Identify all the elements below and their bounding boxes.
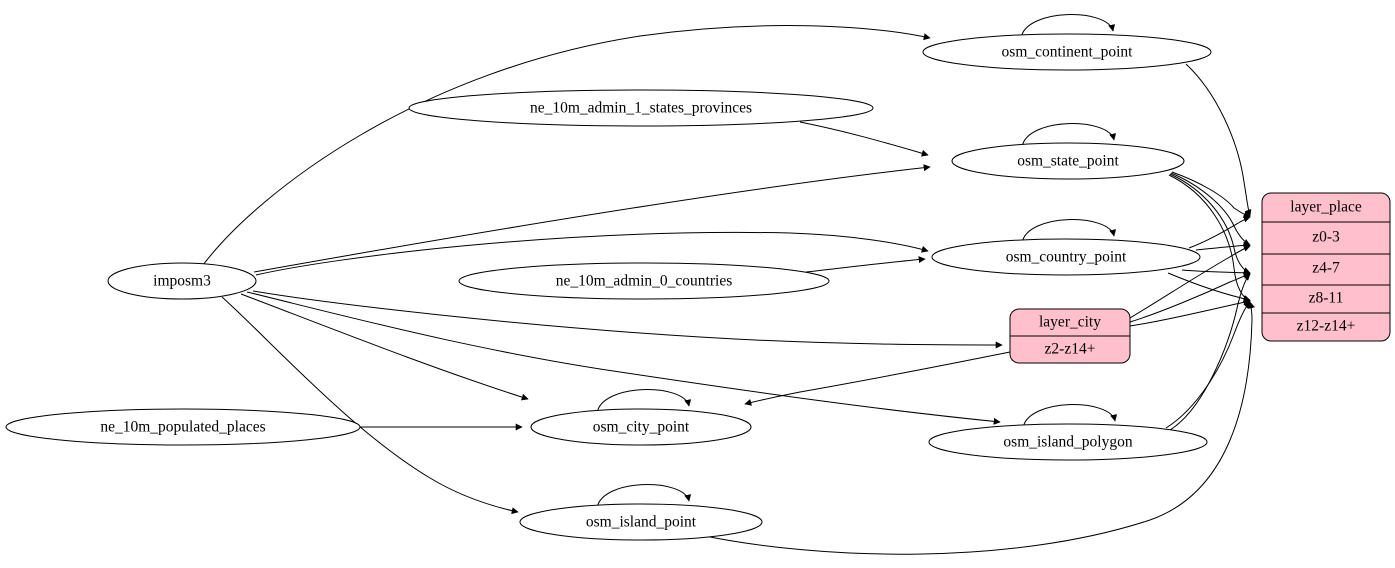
self-loop-osm-country-point — [1021, 219, 1117, 244]
layer-place-row-z4-7[interactable]: z4-7 — [1312, 260, 1340, 277]
table-node-label: osm_state_point — [1017, 153, 1119, 170]
edge-osm-continent-point-to-layer-place-z0-3 — [1185, 63, 1252, 217]
layer-place-row-z12-z14[interactable]: z12-z14+ — [1297, 318, 1356, 335]
edge-layer — [202, 14, 1255, 555]
table-node-label: osm_island_polygon — [1003, 434, 1132, 451]
edge-osm-country-point-to-layer-place-z0-3 — [1188, 215, 1251, 249]
source-node-label: ne_10m_admin_0_countries — [556, 273, 733, 290]
layer-city-header: layer_city — [1039, 314, 1101, 331]
edge-osm-state-point-to-layer-place-z8-11 — [1169, 173, 1251, 274]
table-node-label: osm_island_point — [586, 514, 697, 531]
edge-imposm3-to-osm-island-point — [221, 296, 519, 515]
ellipse-shape[interactable] — [931, 238, 1201, 276]
table-node-osm-island-polygon[interactable]: osm_island_polygon — [928, 423, 1208, 461]
source-node-label: imposm3 — [153, 273, 211, 290]
edge-imposm3-to-osm-state-point — [253, 164, 931, 273]
source-node-label: ne_10m_admin_1_states_provinces — [530, 100, 752, 117]
table-node-osm-country-point[interactable]: osm_country_point — [931, 238, 1201, 276]
source-node-imposm3[interactable]: imposm3 — [107, 262, 257, 300]
edge-ne-countries-to-osm-country-point — [805, 256, 926, 273]
edge-osm-island-polygon-to-layer-place-z8-11 — [1169, 273, 1251, 431]
layer-place-box[interactable] — [1261, 192, 1391, 342]
edge-imposm3-to-osm-city-point — [240, 293, 529, 401]
edge-osm-country-point-to-layer-place-z12-z14 — [1167, 272, 1251, 303]
ellipse-shape[interactable] — [5, 408, 361, 446]
ellipse-shape[interactable] — [530, 408, 752, 446]
edge-imposm3-to-osm-country-point — [255, 231, 929, 276]
ellipse-shape[interactable] — [951, 142, 1185, 180]
layer-city-row-z2-z14[interactable]: z2-z14+ — [1045, 341, 1096, 358]
edge-osm-island-point-to-layer-place-z12-z14 — [699, 301, 1255, 555]
ellipse-shape[interactable] — [458, 262, 830, 300]
source-node-ne-10m-admin-0-countries[interactable]: ne_10m_admin_0_countries — [458, 262, 830, 300]
table-node-label: osm_city_point — [593, 419, 690, 436]
edge-ne-states-to-osm-state-point — [799, 121, 929, 157]
layer-node-layer-place[interactable]: layer_place z0-3 z4-7 z8-11 z12-z14+ — [1261, 192, 1391, 342]
edge-osm-island-polygon-to-layer-place-z12-z14 — [1165, 301, 1251, 429]
self-loop-osm-city-point — [596, 389, 692, 414]
edge-imposm3-to-layer-city — [252, 290, 1003, 349]
edge-osm-state-point-to-layer-place-z12-z14 — [1168, 174, 1251, 302]
self-loop-osm-continent-point — [1020, 14, 1116, 39]
ellipse-shape[interactable] — [519, 503, 763, 541]
layer-place-row-z0-3[interactable]: z0-3 — [1312, 229, 1340, 246]
edge-osm-state-point-to-layer-place-z0-3 — [1171, 171, 1251, 218]
source-node-ne-10m-admin-1-states-provinces[interactable]: ne_10m_admin_1_states_provinces — [408, 89, 874, 127]
layer-place-header: layer_place — [1290, 199, 1362, 216]
self-loop-osm-island-polygon — [1022, 404, 1118, 429]
layer-node-layer-city[interactable]: layer_city z2-z14+ — [1009, 308, 1131, 364]
edge-layer-city-to-osm-city-point — [744, 351, 1011, 406]
table-node-osm-state-point[interactable]: osm_state_point — [951, 142, 1185, 180]
edge-imposm3-to-osm-continent-point — [202, 25, 931, 266]
ellipse-shape[interactable] — [922, 33, 1212, 71]
ellipse-shape[interactable] — [928, 423, 1208, 461]
self-loop-osm-state-point — [1021, 123, 1117, 148]
source-node-label: ne_10m_populated_places — [100, 419, 265, 436]
table-node-label: osm_country_point — [1006, 249, 1127, 266]
layer-place-row-z8-11[interactable]: z8-11 — [1309, 290, 1344, 307]
table-node-osm-island-point[interactable]: osm_island_point — [519, 503, 763, 541]
ellipse-shape[interactable] — [107, 262, 257, 300]
edge-layer-city-to-layer-place-z4-7 — [1129, 245, 1251, 319]
table-node-label: osm_continent_point — [1002, 44, 1134, 61]
self-loop-osm-island-point — [596, 484, 692, 509]
table-node-osm-continent-point[interactable]: osm_continent_point — [922, 33, 1212, 71]
ellipse-shape[interactable] — [408, 89, 874, 127]
edge-imposm3-to-osm-island-polygon — [246, 291, 1001, 425]
source-node-ne-10m-populated-places[interactable]: ne_10m_populated_places — [5, 408, 361, 446]
table-node-osm-city-point[interactable]: osm_city_point — [530, 408, 752, 446]
